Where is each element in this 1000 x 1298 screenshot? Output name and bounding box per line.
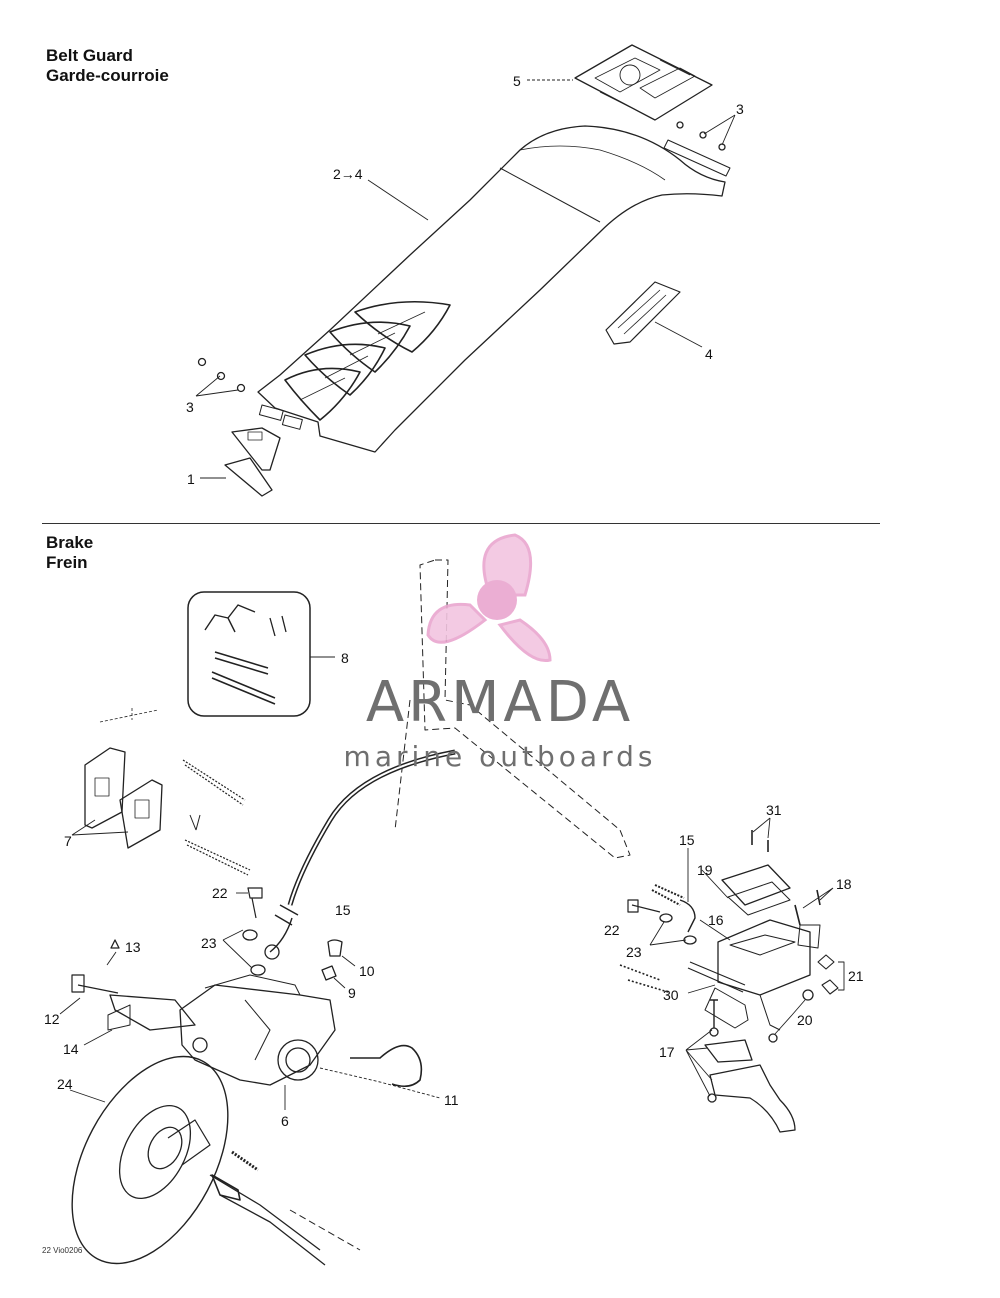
callout-23-left: 23 (201, 935, 217, 951)
callout-3-top: 3 (736, 101, 744, 117)
callout-7: 7 (64, 833, 72, 849)
callout-21: 21 (848, 968, 864, 984)
callout-23-right: 23 (626, 944, 642, 960)
callout-19: 19 (697, 862, 713, 878)
callout-15-left: 15 (335, 902, 351, 918)
callout-13: 13 (125, 939, 141, 955)
brake-pads-part-7 (84, 747, 163, 849)
belt-guard-cover (257, 125, 726, 453)
callout-1: 1 (187, 471, 195, 487)
belt-guard-title-en: Belt Guard (46, 46, 133, 65)
caliper-part-6 (179, 974, 336, 1086)
callout-30: 30 (663, 987, 679, 1003)
brake-title-en: Brake (46, 533, 94, 552)
callout-4: 4 (705, 346, 713, 362)
brake-title: Brake Frein (46, 533, 93, 573)
kit-box-part-8 (187, 591, 311, 717)
callout-17: 17 (659, 1044, 675, 1060)
watermark-tagline: marine outboards (343, 740, 657, 773)
watermark-brand: ARMADA (365, 670, 635, 735)
callout-15-right: 15 (679, 832, 695, 848)
callout-2-4: 2→4 (333, 166, 363, 182)
brake-hose (269, 749, 456, 953)
decal-part-5 (574, 44, 713, 121)
callout-10: 10 (359, 963, 375, 979)
callout-12: 12 (44, 1011, 60, 1027)
section-divider (42, 523, 880, 524)
belt-guard-title: Belt Guard Garde-courroie (46, 46, 169, 86)
callout-14: 14 (63, 1041, 79, 1057)
callout-5: 5 (513, 73, 521, 89)
brake-title-fr: Frein (46, 553, 88, 572)
armada-logo-icon (426, 533, 552, 663)
callout-9: 9 (348, 985, 356, 1001)
brake-lever-part-17 (704, 999, 796, 1133)
callout-18: 18 (836, 876, 852, 892)
bracket-part-1 (224, 427, 281, 497)
brake-disc-part-24 (71, 1055, 229, 1265)
callout-20: 20 (797, 1012, 813, 1028)
callout-22-left: 22 (212, 885, 228, 901)
master-cylinder (704, 919, 811, 1031)
callout-24: 24 (57, 1076, 73, 1092)
callout-16: 16 (708, 912, 724, 928)
footer-code: 22 Vio0206 (42, 1246, 83, 1255)
callout-22-right: 22 (604, 922, 620, 938)
decal-part-4 (605, 281, 681, 345)
callout-6: 6 (281, 1113, 289, 1129)
callout-3-bottom: 3 (186, 399, 194, 415)
callout-11: 11 (444, 1092, 459, 1108)
callout-8: 8 (341, 650, 349, 666)
callout-31: 31 (766, 802, 782, 818)
belt-guard-title-fr: Garde-courroie (46, 66, 169, 85)
